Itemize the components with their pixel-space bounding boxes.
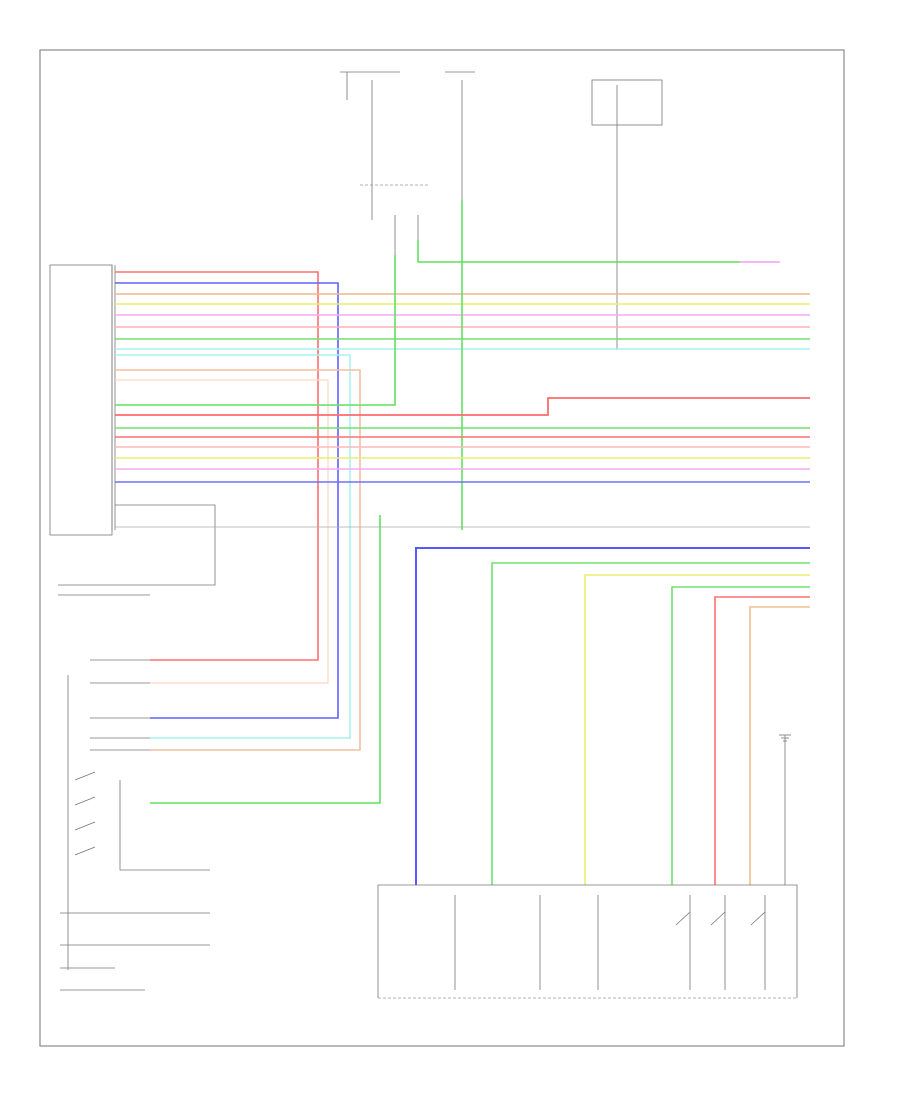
wire-bundle-middle [115,397,810,528]
wire-bundle-lower [415,547,810,885]
wire-lightpeach [115,379,329,684]
diagram-frame [39,49,845,1047]
wire-red [115,271,319,661]
wire-green-4 [671,586,810,885]
wire-green-switch [150,515,381,804]
wire-cyan-2 [115,354,351,739]
switch-block [377,884,798,999]
wire-green-3 [491,562,810,885]
wire-peach [115,369,361,751]
wire-blue-3 [415,547,810,885]
wire-yellow-3 [584,574,810,885]
left-connector [49,264,216,596]
wire-red-3 [714,596,810,885]
wire-blue [115,282,339,719]
wire-green-top [417,240,740,263]
wire-orange-3 [749,606,810,885]
wire-red-step [115,397,810,416]
ground-symbol [779,734,791,742]
power-source-group [340,71,663,350]
left-switch-bank [60,659,210,991]
wire-green-mid [115,255,396,406]
